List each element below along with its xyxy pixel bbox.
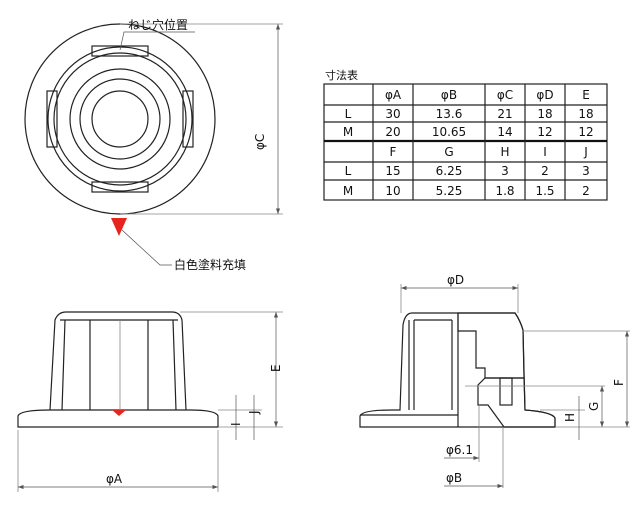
table-cell: M <box>343 184 353 198</box>
table-cell: L <box>345 107 352 121</box>
screw-hole-position-label: ねじ穴位置 <box>128 17 188 32</box>
table-cell: 2 <box>541 164 549 178</box>
table-header-cell: φC <box>497 88 513 102</box>
table-header-cell: G <box>444 145 453 159</box>
dim-phi-d: φD <box>447 273 464 287</box>
table-cell: 6.25 <box>436 164 463 178</box>
table-cell: 12 <box>537 125 552 139</box>
dim-phi-a: φA <box>106 472 123 486</box>
top-view <box>24 23 283 266</box>
table-cell: M <box>343 125 353 139</box>
table-cell: 21 <box>497 107 512 121</box>
table-cell: 1.8 <box>495 184 514 198</box>
section-view <box>359 284 630 489</box>
table-title: 寸法表 <box>325 68 358 82</box>
table-cell: 14 <box>497 125 512 139</box>
dim-h: H <box>563 413 577 422</box>
table-header-cell: J <box>583 145 588 159</box>
table-header-cell: φD <box>536 88 553 102</box>
table-cell: 5.25 <box>436 184 463 198</box>
table-cell: 2 <box>582 184 590 198</box>
table-header-cell: I <box>543 145 547 159</box>
table-cell: 13.6 <box>436 107 463 121</box>
table-cell: 18 <box>578 107 593 121</box>
front-view <box>17 311 283 492</box>
dim-phi-6-1: φ6.1 <box>446 443 473 457</box>
dim-phi-c: φC <box>253 134 267 150</box>
table-header-cell: H <box>500 145 509 159</box>
dim-f: F <box>612 379 626 386</box>
table-header-cell: φA <box>385 88 402 102</box>
dim-g: G <box>587 402 601 411</box>
table-cell: 10.65 <box>432 125 466 139</box>
table-cell: 18 <box>537 107 552 121</box>
white-paint-marker <box>111 218 127 236</box>
table-cell: 30 <box>385 107 400 121</box>
dimension-table <box>323 83 608 201</box>
dim-j: J <box>247 410 261 415</box>
dim-e: E <box>269 364 283 372</box>
table-cell: 1.5 <box>535 184 554 198</box>
table-cell: L <box>345 164 352 178</box>
table-cell: 3 <box>501 164 509 178</box>
table-cell: 12 <box>578 125 593 139</box>
table-cell: 10 <box>385 184 400 198</box>
table-cell: 3 <box>582 164 590 178</box>
table-cell: 15 <box>385 164 400 178</box>
dim-i: I <box>229 422 243 426</box>
white-paint-fill-label: 白色塗料充填 <box>174 257 246 272</box>
table-header-cell: φB <box>441 88 457 102</box>
dim-phi-b: φB <box>446 471 462 485</box>
table-cell: 20 <box>385 125 400 139</box>
table-header-cell: E <box>582 88 590 102</box>
table-header-cell: F <box>390 145 397 159</box>
